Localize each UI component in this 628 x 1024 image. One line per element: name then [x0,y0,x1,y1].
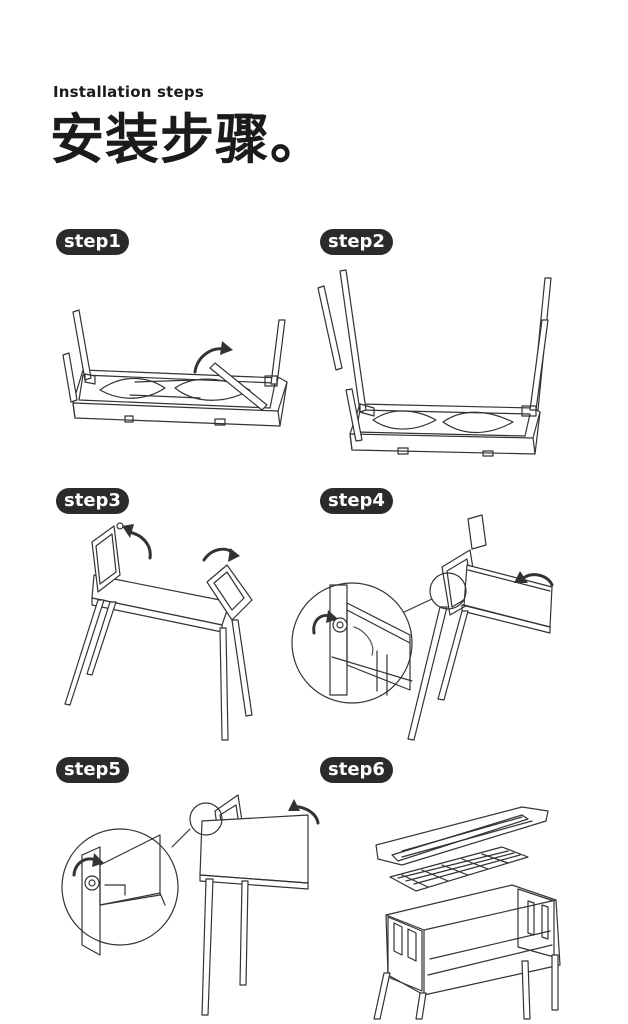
step3-illustration [62,520,262,745]
page-subtitle: Installation steps [53,83,204,101]
step2-illustration [318,270,558,460]
step4-illustration [292,515,567,745]
step6-illustration [372,805,560,1020]
step3-badge: step3 [56,488,129,514]
step5-badge: step5 [56,757,129,783]
step1-illustration [55,300,300,440]
step2-badge: step2 [320,229,393,255]
step4-badge: step4 [320,488,393,514]
page-title: 安装步骤。 [50,108,325,171]
step6-badge: step6 [320,757,393,783]
step5-illustration [60,785,320,1020]
step1-badge: step1 [56,229,129,255]
